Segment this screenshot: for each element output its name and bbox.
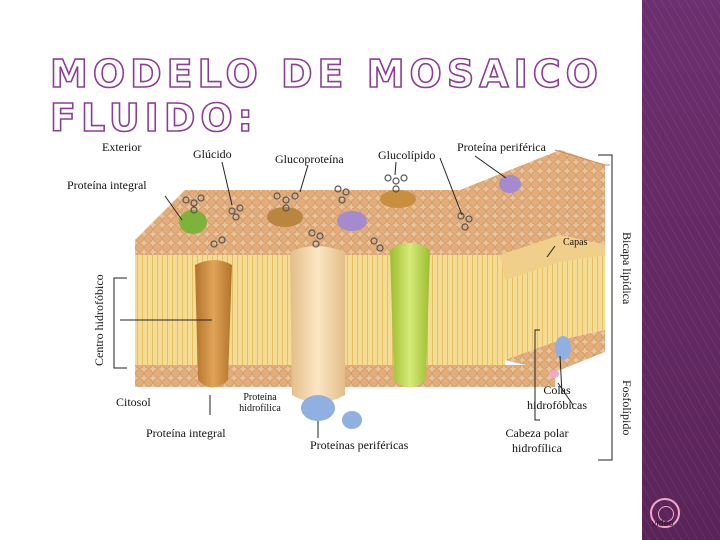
glycoprotein-green-head xyxy=(179,210,207,234)
decorative-sidebar xyxy=(642,0,720,540)
slide-title: MODELO DE MOSAICO FLUIDO: xyxy=(49,51,603,141)
label-exterior: Exterior xyxy=(102,140,142,154)
peeled-layer-tails xyxy=(505,245,605,360)
label-proteina-integral-top: Proteína integral xyxy=(67,178,147,192)
label-proteina-hidrofilica: Proteína hidrofílica xyxy=(239,392,281,414)
video-label[interactable]: video xyxy=(652,518,674,528)
glycoprotein-head xyxy=(267,207,303,227)
video-play-button[interactable] xyxy=(650,498,680,528)
label-proteinas-perifericas: Proteínas periféricas xyxy=(310,438,409,452)
label-proteina-periferica: Proteína periférica xyxy=(457,140,546,154)
carbohydrate-chains xyxy=(182,174,473,252)
peeled-layer-edge xyxy=(500,235,605,280)
peripheral-protein-blue-small xyxy=(342,411,362,429)
label-proteina-integral-bottom: Proteína integral xyxy=(146,426,226,440)
phospholipid-head-pink xyxy=(549,370,559,378)
label-centro-hidrofobico: Centro hidrofóbico xyxy=(92,274,106,366)
glycolipid-head xyxy=(380,190,416,208)
integral-protein-brown xyxy=(195,260,232,388)
sidebar-texture xyxy=(642,0,720,540)
leader-lines xyxy=(113,154,613,461)
integral-protein-beige xyxy=(290,246,345,403)
label-colas-hidrofobicas: Colas hidrofóbicas xyxy=(527,383,587,412)
lower-right-heads xyxy=(505,330,605,372)
peripheral-protein-purple xyxy=(337,211,367,231)
label-citosol: Citosol xyxy=(116,395,151,409)
peripheral-protein-top xyxy=(499,175,521,193)
label-capas: Capas xyxy=(563,237,588,248)
label-glucoproteina: Glucoproteína xyxy=(275,152,344,166)
label-glucido: Glúcido xyxy=(193,147,232,161)
peripheral-protein-right xyxy=(555,336,571,360)
label-fosfolipido: Fosfolípido xyxy=(620,380,634,436)
label-bicapa-lipidica: Bicapa lipídica xyxy=(620,232,634,305)
peripheral-protein-blue xyxy=(301,395,335,421)
label-cabeza-polar-hidrofilica: Cabeza polar hidrofílica xyxy=(505,426,569,455)
integral-protein-green xyxy=(390,243,430,388)
label-glucolipido: Glucolípido xyxy=(378,148,436,162)
top-lipid-heads xyxy=(135,150,605,255)
